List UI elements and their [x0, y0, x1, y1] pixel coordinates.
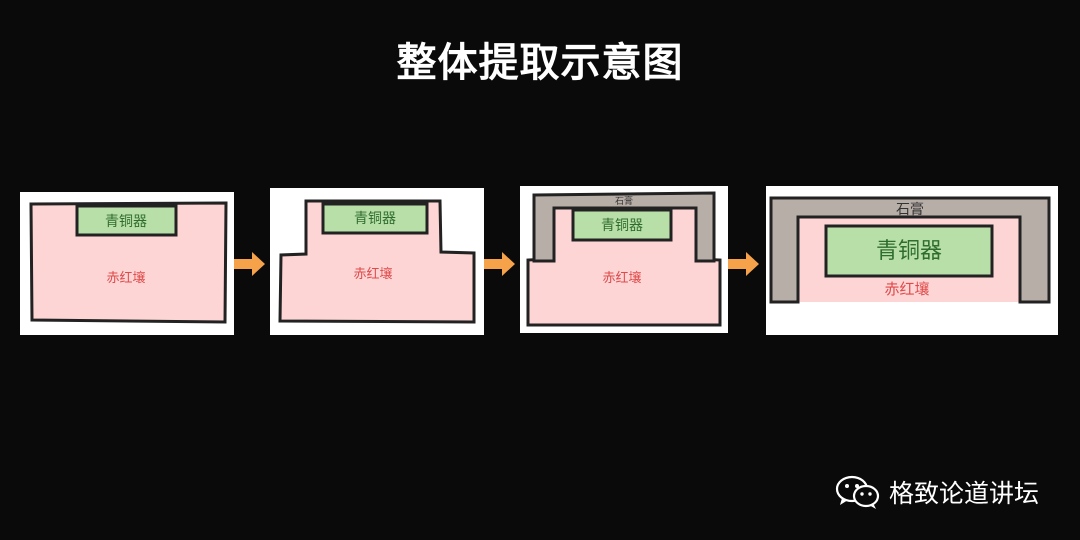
arrow-right-icon	[484, 250, 516, 282]
soil-label: 赤红壤	[884, 280, 929, 298]
bronze-label: 青铜器	[601, 218, 643, 234]
step-3-panel: 石膏 青铜器 赤红壤	[520, 186, 728, 333]
step-1-diagram: 青铜器 赤红壤	[20, 192, 234, 335]
step-2-panel: 青铜器 赤红壤	[270, 188, 484, 335]
step-4-panel: 石膏 青铜器 赤红壤	[766, 186, 1058, 335]
soil-label: 赤红壤	[106, 270, 145, 286]
watermark: 格致论道讲坛	[835, 472, 1039, 512]
soil-label: 赤红壤	[602, 270, 641, 286]
plaster-label: 石膏	[615, 195, 633, 207]
bronze-label: 青铜器	[876, 239, 942, 264]
arrow-right-icon	[234, 250, 266, 282]
soil-label: 赤红壤	[353, 266, 392, 282]
plaster-label: 石膏	[896, 201, 924, 218]
bronze-label: 青铜器	[105, 214, 147, 230]
step-4-diagram: 石膏 青铜器 赤红壤	[766, 186, 1058, 335]
page-title: 整体提取示意图	[0, 30, 1080, 88]
step-2-diagram: 青铜器 赤红壤	[270, 188, 484, 335]
arrow-right-icon	[728, 250, 760, 282]
wechat-icon	[835, 474, 881, 510]
step-1-panel: 青铜器 赤红壤	[20, 192, 234, 335]
watermark-text: 格致论道讲坛	[889, 474, 1039, 510]
bronze-label: 青铜器	[354, 211, 396, 227]
step-3-diagram: 石膏 青铜器 赤红壤	[520, 186, 728, 333]
